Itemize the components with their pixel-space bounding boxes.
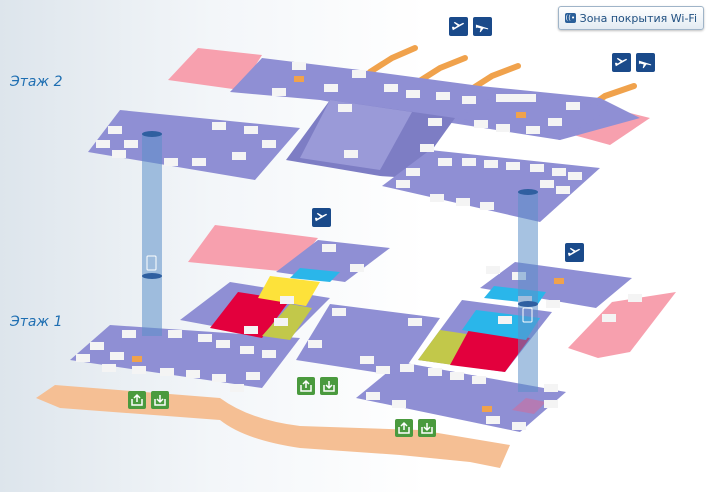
terminal-block (382, 150, 600, 222)
jet-bridge (415, 55, 468, 85)
plane-arrival-icon[interactable] (636, 53, 655, 72)
jet-bridge (467, 63, 521, 93)
exit-icon[interactable] (128, 391, 146, 409)
service-zone (512, 398, 546, 414)
gate-area (568, 292, 676, 358)
exit-icon[interactable] (297, 377, 315, 395)
terminal-block (300, 100, 412, 170)
wifi-zone-button[interactable]: ((• Зона покрытия Wi-Fi (558, 6, 704, 30)
shop-tiles (96, 62, 582, 210)
entrance-icon[interactable] (320, 377, 338, 395)
entrance-icon[interactable] (151, 391, 169, 409)
plane-departure-icon[interactable] (612, 53, 631, 72)
plane-departure-icon[interactable] (312, 208, 331, 227)
floor-2-label: Этаж 2 (10, 74, 63, 90)
plane-departure-icon[interactable] (565, 243, 584, 262)
gate-area (168, 48, 262, 90)
elevator-shaft (142, 131, 162, 336)
wifi-zone-label: Зона покрытия Wi-Fi (579, 11, 697, 25)
plane-departure-icon[interactable] (449, 17, 468, 36)
security-zone (450, 328, 530, 372)
service-points (294, 76, 526, 118)
exit-icon[interactable] (395, 419, 413, 437)
elevator-shaft (518, 189, 538, 392)
entrance-icon[interactable] (418, 419, 436, 437)
plane-arrival-icon[interactable] (473, 17, 492, 36)
security-zone (290, 268, 340, 282)
terminal-block (70, 325, 300, 388)
gate-area (188, 225, 318, 272)
service-points (132, 278, 564, 412)
terminal-block (356, 362, 566, 432)
security-zone (210, 292, 290, 338)
wifi-zone-icon: ((• (565, 13, 576, 23)
jet-bridge (367, 45, 418, 75)
terminal-block (296, 304, 440, 376)
floor-1-label: Этаж 1 (10, 314, 63, 330)
shop-tiles (76, 244, 642, 430)
security-zone (258, 276, 320, 306)
